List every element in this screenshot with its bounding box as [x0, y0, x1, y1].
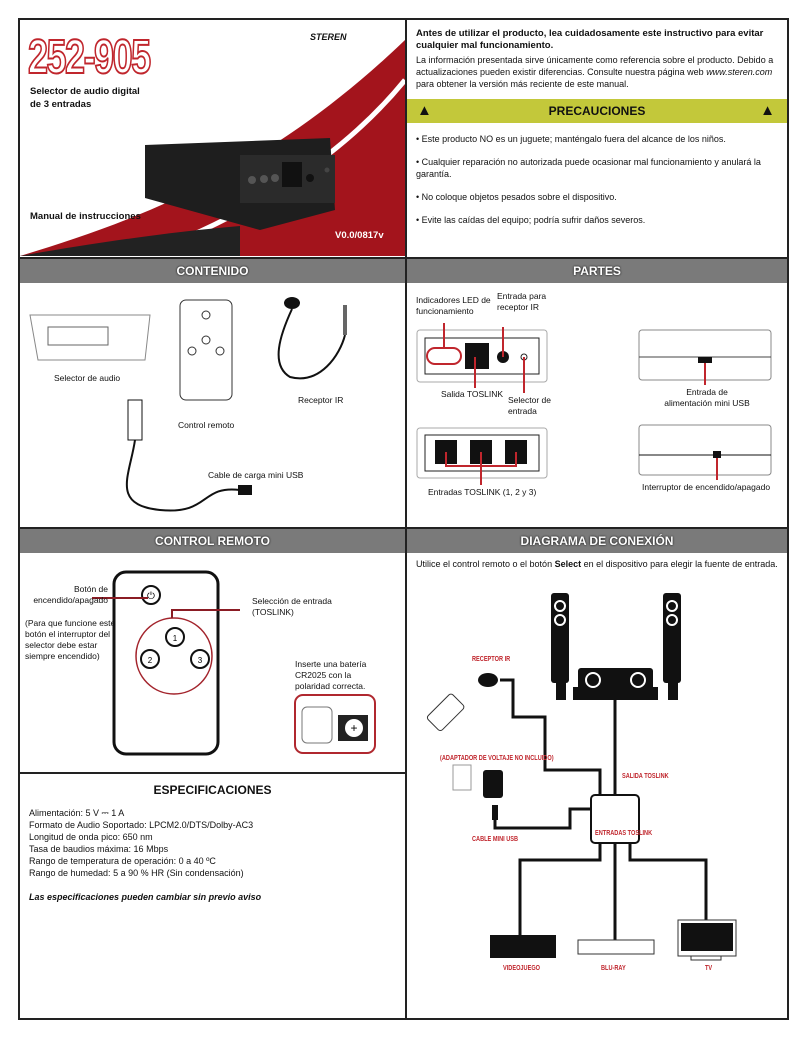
- model-number: 252-905: [27, 30, 152, 85]
- manual-title: Manual de instrucciones: [30, 211, 141, 222]
- precautions-title: PRECAUCIONES: [548, 104, 646, 118]
- warning-icon: ▲: [760, 102, 775, 119]
- videojuego-label: VIDEOJUEGO: [503, 965, 541, 972]
- parts-usb-label: Entrada de alimentación mini USB: [664, 387, 750, 408]
- warning-icon: ▲: [417, 102, 432, 119]
- specs-list: Alimentación: 5 V ⎓ 1 A Formato de Audio…: [29, 807, 261, 903]
- adapter-label: (ADAPTADOR DE VOLTAJE NO INCLUIDO): [440, 755, 554, 762]
- parts-led-label: Indicadores LED de funcionamiento: [416, 295, 491, 316]
- remote-illustration: ⏻ 1 2 3 +: [92, 570, 376, 756]
- column-divider: [405, 18, 407, 1020]
- precautions-bar: ▲ PRECAUCIONES ▲: [407, 99, 787, 123]
- battery-note: Inserte una batería CR2025 con la polari…: [295, 659, 367, 691]
- diagram-header: DIAGRAMA DE CONEXIÓN: [407, 529, 787, 553]
- receptor-ir-label: RECEPTOR IR: [472, 656, 511, 663]
- spec-line: Formato de Audio Soportado: LPCM2.0/DTS/…: [29, 820, 254, 830]
- specs-note: Las especificaciones pueden cambiar sin …: [29, 892, 262, 902]
- website-link[interactable]: www.steren.com: [706, 67, 773, 77]
- parts-header: PARTES: [407, 259, 787, 283]
- contents-ir-label: Receptor IR: [298, 395, 344, 405]
- cable-mini-usb-label: CABLE MINI USB: [472, 836, 519, 843]
- intro: Antes de utilizar el producto, lea cuida…: [416, 28, 782, 90]
- power-button-label: Botón de encendido/apagado: [33, 584, 108, 605]
- precaution-item: • Evite las caídas del equipo; podría su…: [416, 215, 646, 225]
- svg-text:+: +: [350, 721, 357, 735]
- tv-label: TV: [705, 965, 713, 972]
- salida-toslink-label: SALIDA TOSLINK: [622, 773, 669, 780]
- contents-illustration: [29, 297, 347, 512]
- parts-ir-label: Entrada para receptor IR: [497, 291, 547, 312]
- parts-switch-label: Interruptor de encendido/apagado: [642, 482, 771, 492]
- parts-selector-label: Selector de entrada: [508, 395, 551, 416]
- spec-line: Rango de humedad: 5 a 90 % HR (Sin conde…: [29, 868, 244, 878]
- power-note: (Para que funcione este botón el interru…: [25, 618, 116, 661]
- cover-art: [20, 40, 405, 256]
- divider: [18, 257, 789, 259]
- svg-text:2: 2: [148, 656, 153, 665]
- svg-text:1: 1: [173, 634, 178, 643]
- product-subtitle-1: Selector de audio digital: [30, 86, 140, 97]
- intro-text: La información presentada sirve únicamen…: [416, 55, 774, 77]
- intro-text-2: para obtener la versión más reciente de …: [416, 79, 629, 89]
- page-frame: [18, 18, 789, 1020]
- contents-selector-label: Selector de audio: [54, 373, 121, 383]
- spec-line: Alimentación: 5 V ⎓ 1 A: [29, 808, 125, 818]
- spec-line: Tasa de baudios máxima: 16 Mbps: [29, 844, 169, 854]
- spec-line: Rango de temperatura de operación: 0 a 4…: [29, 856, 216, 866]
- spec-line: Longitud de onda pico: 650 nm: [29, 832, 153, 842]
- svg-text:⏻: ⏻: [147, 591, 155, 602]
- contents-cable-label: Cable de carga mini USB: [208, 470, 304, 480]
- bluray-label: BLU-RAY: [601, 965, 626, 972]
- input-selection-label: Selección de entrada (TOSLINK): [252, 596, 332, 617]
- specs-title: ESPECIFICACIONES: [153, 783, 272, 797]
- contents-remote-label: Control remoto: [178, 420, 235, 430]
- select-keyword: Select: [554, 559, 582, 569]
- diagram-intro-text-2: en el dispositivo para elegir la fuente …: [581, 559, 778, 569]
- diagram-intro-text: Utilice el control remoto o el botón: [416, 559, 555, 569]
- steren-logo: STEREN: [310, 32, 347, 42]
- product-subtitle-2: de 3 entradas: [30, 99, 92, 110]
- parts-inputs-label: Entradas TOSLINK (1, 2 y 3): [428, 487, 537, 497]
- diagram-intro: Utilice el control remoto o el botón Sel…: [416, 558, 778, 570]
- precaution-item: • No coloque objetos pesados sobre el di…: [416, 192, 617, 202]
- entradas-toslink-label: ENTRADAS TOSLINK: [595, 830, 653, 837]
- contents-header: CONTENIDO: [20, 259, 405, 283]
- intro-warning: Antes de utilizar el producto, lea cuida…: [416, 28, 764, 51]
- parts-toslink-out-label: Salida TOSLINK: [441, 389, 504, 399]
- svg-text:3: 3: [198, 656, 203, 665]
- version: V0.0/0817v: [335, 230, 384, 241]
- connection-diagram: [426, 593, 737, 961]
- precaution-item: • Cualquier reparación no autorizada pue…: [416, 157, 761, 179]
- precautions-list: • Este producto NO es un juguete; mantén…: [416, 133, 782, 226]
- remote-header: CONTROL REMOTO: [20, 529, 405, 553]
- precaution-item: • Este producto NO es un juguete; mantén…: [416, 134, 726, 144]
- divider: [18, 772, 407, 774]
- parts-illustration: [416, 323, 772, 485]
- divider: [18, 527, 789, 529]
